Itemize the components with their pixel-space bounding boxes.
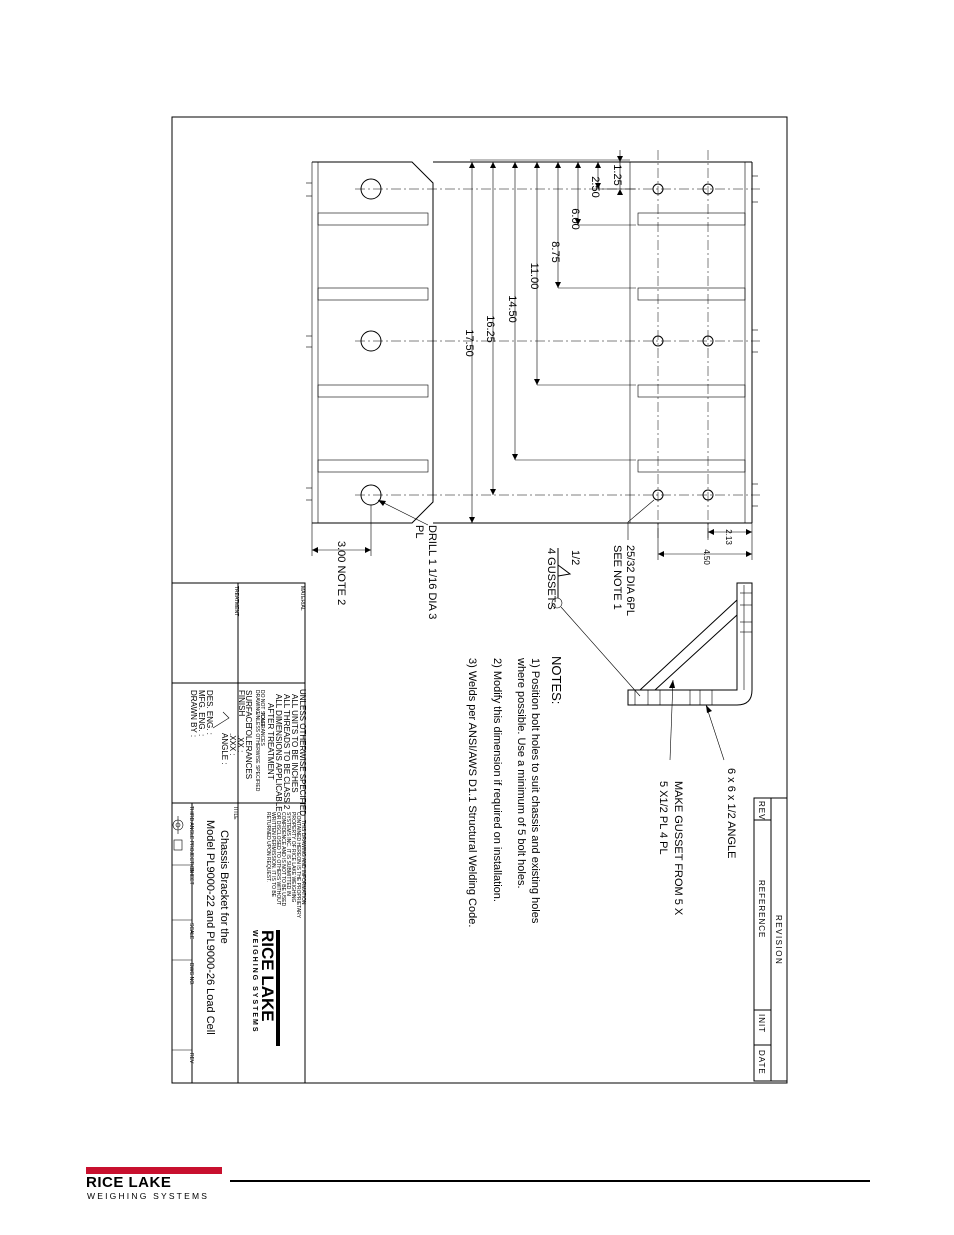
material-label: MATERIAL <box>299 586 305 611</box>
svg-text:DRAWN BY :: DRAWN BY : <box>189 690 198 737</box>
footer-rule <box>230 1180 870 1182</box>
svg-text:PROPERTY OF RICE LAKE WEIGHING: PROPERTY OF RICE LAKE WEIGHING <box>290 812 296 902</box>
gusset-callout-1: MAKE GUSSET FROM 5 X <box>672 781 684 916</box>
gusset-slots-left <box>317 212 429 473</box>
note-1b: where possible. Use a minimum of 5 bolt … <box>515 657 527 889</box>
revision-block: REVISION REV REFERENCE INIT DATE <box>753 797 788 1082</box>
svg-text:TOLERANCES: TOLERANCES <box>244 725 253 779</box>
revision-title: REVISION <box>774 915 783 965</box>
drill-holes-large <box>360 178 382 506</box>
rev-label: REV <box>188 1053 194 1064</box>
scale-label: SCALE <box>188 923 194 940</box>
gusset-slots-right <box>637 212 746 473</box>
bolt-hole-note-ref: SEE NOTE 1 <box>611 545 623 610</box>
dwg-label: DWG NO. <box>188 963 194 986</box>
angle-callout: 6 x 6 x 1/2 ANGLE <box>725 768 737 859</box>
bolt-holes-small <box>652 183 714 501</box>
footer-logo: RICE LAKE WEIGHING SYSTEMS <box>86 1167 224 1205</box>
svg-text:DO NOT SCALE: DO NOT SCALE <box>259 690 265 728</box>
bolt-hole-callout: 25/32 DIA 6PL <box>624 545 636 616</box>
sheet-label: SHEET <box>188 868 194 885</box>
drawing-title-2: Model PL9000-22 and PL9000-26 Load Cell <box>204 820 216 1035</box>
dim-3-00-note-2: 3.00 NOTE 2 <box>335 541 347 605</box>
svg-text:SYSTEMS INC. IT IS SUBMITTED I: SYSTEMS INC. IT IS SUBMITTED IN <box>285 812 291 896</box>
svg-text:DRAWING: DRAWING <box>254 690 260 714</box>
tolerance-block: UNLESS OTHERWISE SPECIFIED ALL UNITS TO … <box>189 689 307 816</box>
third-angle-label: THIRD ANGLE PROJECTION <box>188 806 194 873</box>
title-label: TITLE <box>232 806 238 820</box>
dim-14-50: 14.50 <box>506 295 518 323</box>
note-1a: 1) Position bolt holes to suit chassis a… <box>529 658 541 924</box>
dim-11-00: 11.00 <box>528 263 540 290</box>
angle-section-view: 6 x 6 x 1/2 ANGLE MAKE GUSSET FROM 5 X 5… <box>627 582 753 916</box>
title-block: MATERIAL TREATMENT UNLESS OTHERWISE SPEC… <box>171 582 307 1084</box>
notes-heading: NOTES: <box>549 656 564 704</box>
title-block-company: RICE LAKE <box>258 930 277 1022</box>
dim-8-75: 8.75 <box>549 241 561 262</box>
dim-2-13: 2.13 <box>724 529 733 545</box>
drill-callout: DRILL 1 1/16 DIA 3 <box>426 525 438 619</box>
svg-text:ANGLE :: ANGLE : <box>220 733 229 765</box>
gusset-callout-2: 5 X1/2 PL 4 PL <box>657 781 669 855</box>
svg-text:TOLERANCES: TOLERANCES <box>259 712 265 746</box>
svg-text:.XX :: .XX : <box>236 735 245 752</box>
svg-text:ALL THREADS TO BE CLASS 2: ALL THREADS TO BE CLASS 2 <box>282 694 291 810</box>
dim-1-25: 1.25 <box>611 164 623 185</box>
dim-4-50: 4.50 <box>702 549 711 565</box>
note-3: 3) Welds per ANSI/AWS D1.1 Structural We… <box>466 658 478 927</box>
svg-text:DES. ENG. :: DES. ENG. : <box>205 690 214 735</box>
footer-logo-name: RICE LAKE <box>86 1174 172 1191</box>
svg-text:ALL DIMENSIONS APPLICABLE: ALL DIMENSIONS APPLICABLE <box>274 694 283 812</box>
svg-text:SURFACE: SURFACE <box>244 690 253 728</box>
svg-text:WRITTEN PERMISSION. IT IS TO B: WRITTEN PERMISSION. IT IS TO BE <box>270 812 276 898</box>
svg-text:.XXX :: .XXX : <box>228 733 237 756</box>
drill-callout-pl: PL <box>413 525 425 538</box>
svg-text:OR DISCLOSED TO OTHERS WITHOUT: OR DISCLOSED TO OTHERS WITHOUT <box>275 812 281 905</box>
revision-reference: REFERENCE <box>757 880 766 938</box>
dim-6-00: 6.00 <box>569 208 581 229</box>
footer-logo-sub: WEIGHING SYSTEMS <box>87 1191 210 1201</box>
title-block-company-sub: WEIGHING SYSTEMS <box>251 930 258 1034</box>
proprietary-notice: THIS DRAWING AND INFORMATION CONTAINED H… <box>265 812 306 919</box>
treatment-label: TREATMENT <box>233 586 239 616</box>
svg-text:UNLESS OTHERWISE SPECIFIED: UNLESS OTHERWISE SPECIFIED <box>298 689 307 816</box>
svg-text:CONFIDENCE AND IS NOT TO BE US: CONFIDENCE AND IS NOT TO BE USED <box>280 812 286 907</box>
svg-text:AFTER TREATMENT: AFTER TREATMENT <box>266 703 275 780</box>
title-block-logo: RICE LAKE WEIGHING SYSTEMS <box>251 930 280 1046</box>
svg-text:THIS DRAWING AND INFORMATION: THIS DRAWING AND INFORMATION <box>300 820 306 905</box>
weld-gussets: 4 GUSSETS <box>545 548 557 610</box>
drawing-title-1: Chassis Bracket for the <box>218 830 230 944</box>
svg-text:MFG. ENG. :: MFG. ENG. : <box>197 690 206 736</box>
svg-text:UNLESS OTHERWISE SPECIFIED: UNLESS OTHERWISE SPECIFIED <box>254 712 260 792</box>
svg-text:RETURNED UPON REQUEST.: RETURNED UPON REQUEST. <box>265 812 271 882</box>
svg-text:FINISH: FINISH <box>237 690 246 716</box>
revision-init: INIT <box>757 1014 766 1033</box>
revision-date: DATE <box>757 1050 766 1075</box>
note-2: 2) Modify this dimension if required on … <box>491 658 503 902</box>
bracket-plate-view <box>306 150 760 540</box>
dimension-lines <box>311 150 753 560</box>
weld-size: 1/2 <box>569 550 581 565</box>
logo-bar <box>86 1167 222 1174</box>
dim-16-25: 16.25 <box>484 315 496 343</box>
third-angle-projection-icon <box>172 816 184 851</box>
dim-2-50: 2.50 <box>589 176 601 197</box>
svg-text:CONTAINED HEREON IS THE PROPRI: CONTAINED HEREON IS THE PROPRIETARY <box>295 812 301 919</box>
dim-17-50: 17.50 <box>463 329 475 357</box>
notes-block: NOTES: 1) Position bolt holes to suit ch… <box>466 656 564 927</box>
dimension-labels: 1.25 2.50 6.00 8.75 11.00 14.50 16.25 17… <box>335 164 733 605</box>
revision-rev: REV <box>757 801 766 820</box>
callouts: 25/32 DIA 6PL SEE NOTE 1 DRILL 1 1/16 DI… <box>377 499 655 697</box>
svg-text:ALL UNITS TO BE INCHES: ALL UNITS TO BE INCHES <box>290 694 299 793</box>
